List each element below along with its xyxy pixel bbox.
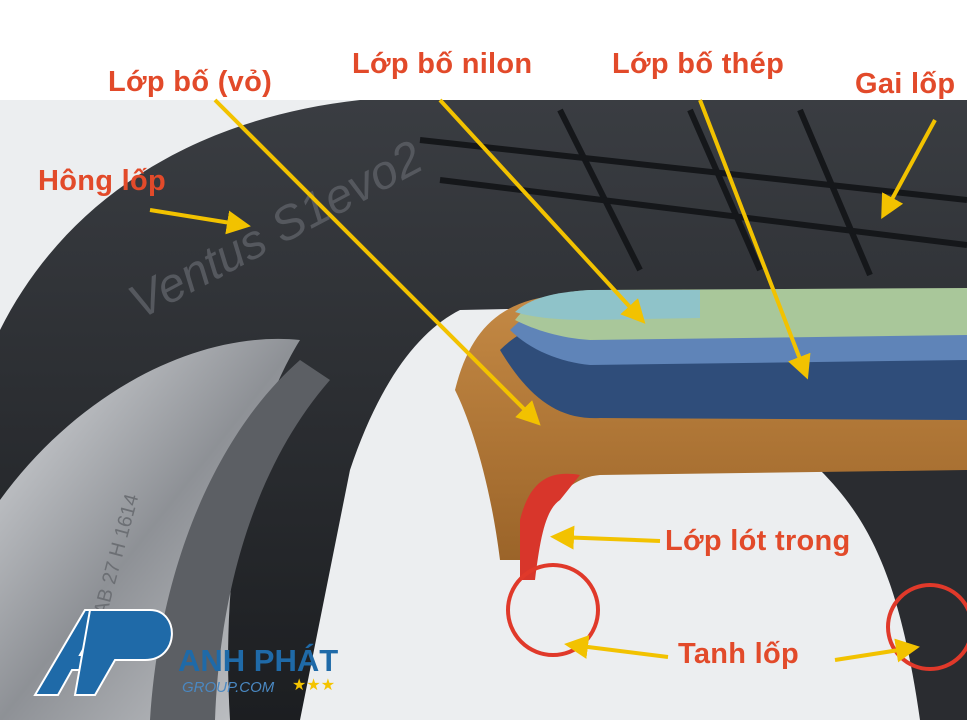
tread-grooves [419, 108, 967, 277]
arrow-sidewall [149, 208, 251, 235]
anh-phat-logo: ANH PHÁT GROUP.COM ★★★ [30, 605, 370, 705]
logo-stars: ★★★ [292, 677, 336, 694]
arrow-liner [550, 525, 661, 550]
label-arrows [149, 98, 937, 663]
arrow-tread [881, 119, 937, 220]
label-bead: Tanh lốp [678, 638, 800, 670]
logo-sub: GROUP.COM [182, 679, 275, 696]
label-liner: Lớp lót trong [665, 525, 851, 557]
logo-name: ANH PHÁT [178, 643, 339, 678]
arrow-steel [698, 99, 811, 380]
wheel-rim [0, 338, 300, 720]
label-steel: Lớp bố thép [612, 48, 785, 80]
tire-sidewall [0, 100, 967, 720]
arrow-bead-left [564, 635, 669, 659]
arrow-bead-right [834, 638, 920, 663]
label-tread: Gai lốp [855, 68, 956, 100]
arrow-nylon [438, 98, 646, 324]
arrow-ply [213, 98, 541, 426]
label-nylon: Lớp bố nilon [352, 48, 533, 80]
logo-monogram [33, 609, 173, 696]
label-sidewall: Hông lốp [38, 165, 167, 197]
label-ply: Lớp bố (vỏ) [108, 66, 273, 98]
bead-circle-right [886, 583, 967, 671]
bead-circle-left [506, 563, 600, 657]
inner-liner [520, 473, 580, 580]
